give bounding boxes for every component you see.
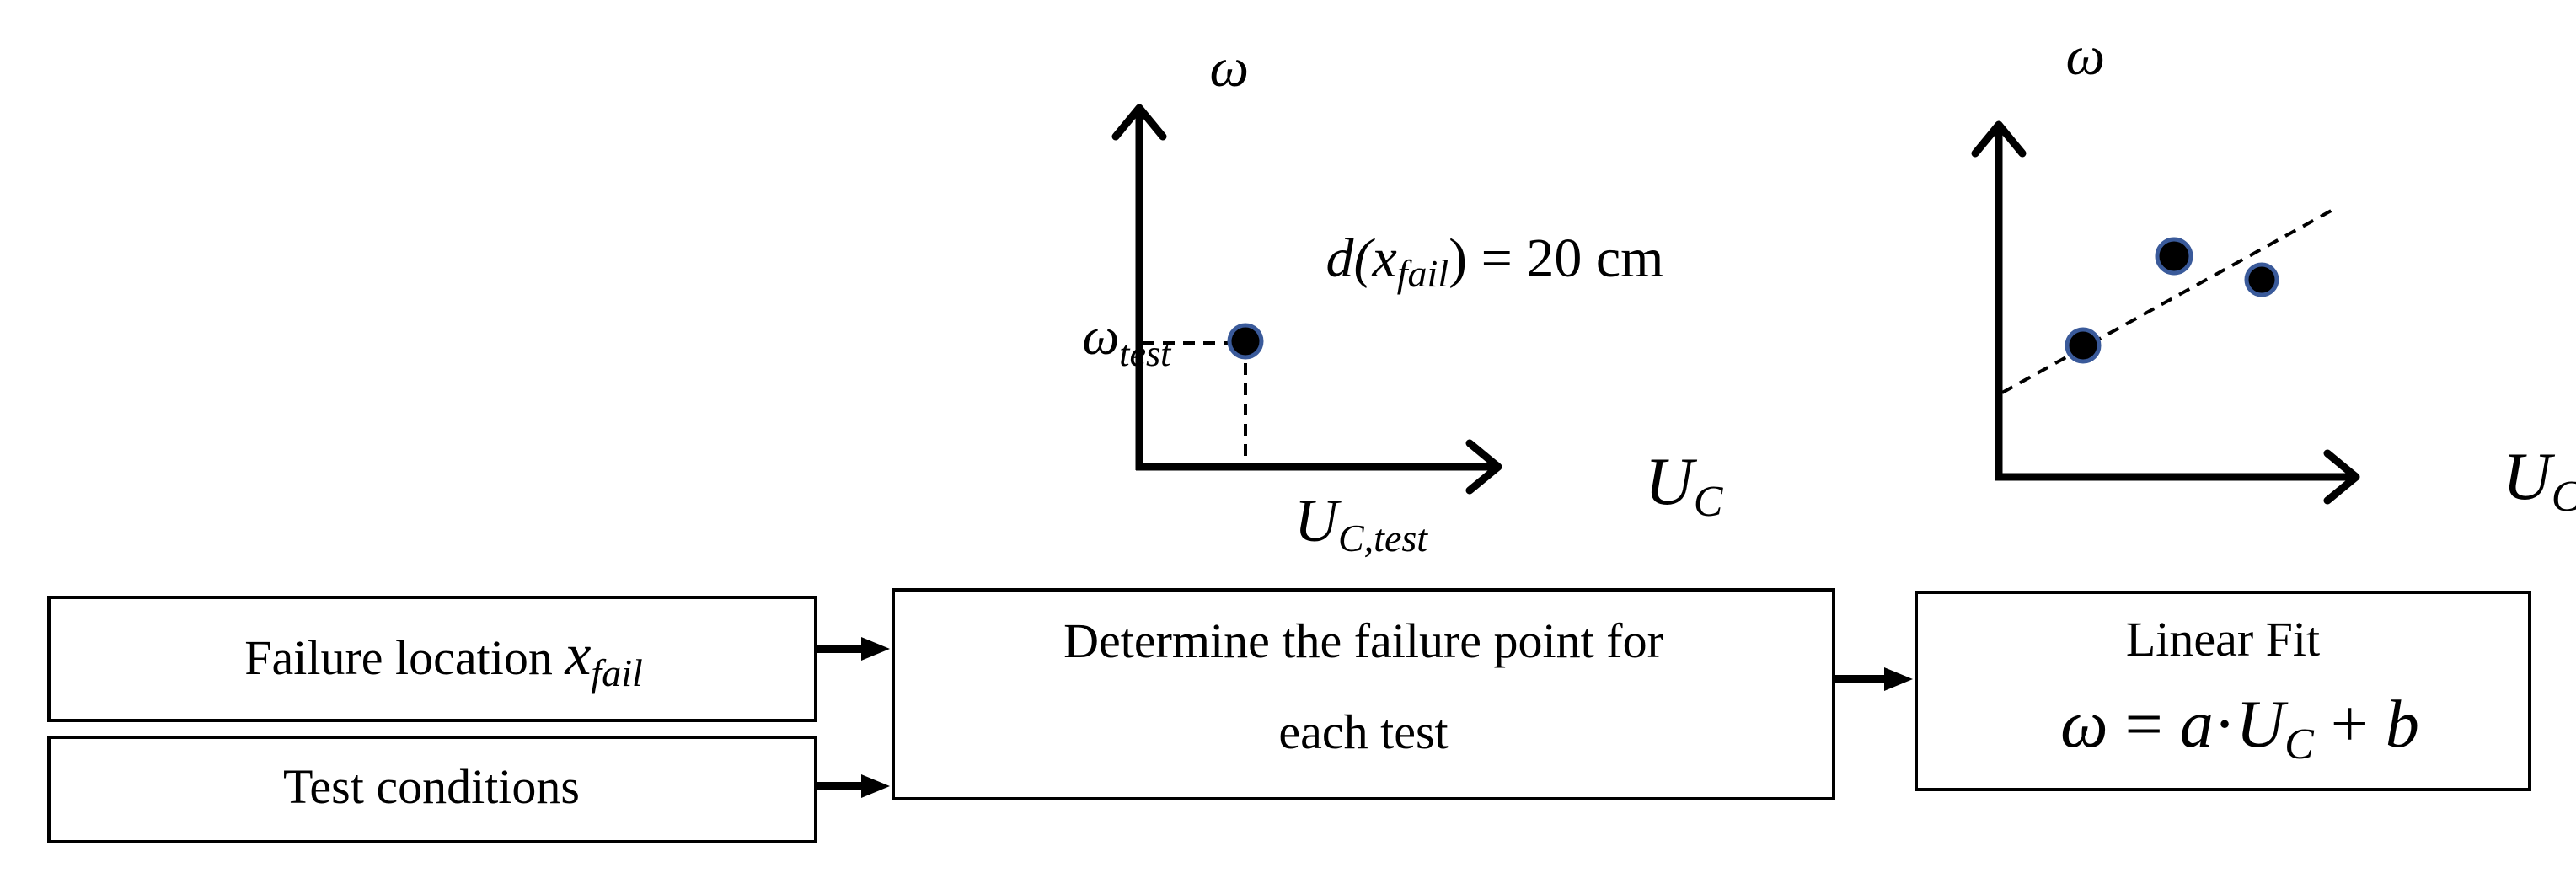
linear-fit-box-frame xyxy=(1915,591,2531,791)
fit-data-point-1 xyxy=(2065,327,2102,364)
arrowhead-conditions-to-determine xyxy=(861,774,890,798)
arrowhead-failure-to-determine xyxy=(861,637,890,661)
single-plot-y-arrowhead xyxy=(1111,104,1167,141)
single-test-point xyxy=(1227,323,1264,360)
failure-distance-annotation: d(xfail) = 20 cm xyxy=(1229,228,1733,295)
failure-location-box: Failure location xfail xyxy=(47,596,817,722)
linear-fit-title: Linear Fit xyxy=(2126,612,2320,667)
fit-data-point-2 xyxy=(2155,237,2193,276)
linear-fit-box: Linear Fit ω = a·UC + b xyxy=(1915,591,2531,791)
single-plot-x-label: UC xyxy=(1527,445,1807,531)
single-plot-y-label: ω xyxy=(1112,37,1319,99)
uc-test-label: UC,test xyxy=(1188,487,1503,565)
linear-fit-equation: ω = a·UC + b xyxy=(1942,688,2504,768)
flow-arrows xyxy=(817,637,1913,798)
test-conditions-text: Test conditions xyxy=(283,759,580,814)
test-conditions-box-frame xyxy=(47,736,817,843)
fit-plot-x-label: UC xyxy=(2385,440,2576,526)
fit-plot-x-arrowhead xyxy=(2323,449,2360,505)
arrowhead-determine-to-fit xyxy=(1884,667,1913,691)
linear-fit-dashed-line xyxy=(2001,207,2335,394)
failure-location-box-frame xyxy=(47,596,817,722)
linear-fit-plot: ω UC xyxy=(1968,25,2576,526)
single-test-plot: ω UC ωtest UC,test d(xfail) = 20 cm xyxy=(991,37,1807,565)
fit-data-point-3 xyxy=(2244,262,2279,297)
determine-failure-point-box: Determine the failure point for each tes… xyxy=(892,588,1835,800)
determine-failure-point-box-frame xyxy=(892,588,1835,800)
fit-plot-y-label: ω xyxy=(1968,25,2175,87)
failure-location-text: Failure location xfail xyxy=(159,623,704,697)
test-conditions-box: Test conditions xyxy=(47,736,817,843)
omega-test-label: ωtest xyxy=(991,308,1236,377)
fit-plot-y-arrowhead xyxy=(1971,120,2027,158)
determine-failure-point-line-1: Determine the failure point for xyxy=(1063,613,1663,668)
single-plot-x-arrowhead xyxy=(1465,439,1502,495)
determine-failure-point-line-2: each test xyxy=(1278,704,1448,759)
